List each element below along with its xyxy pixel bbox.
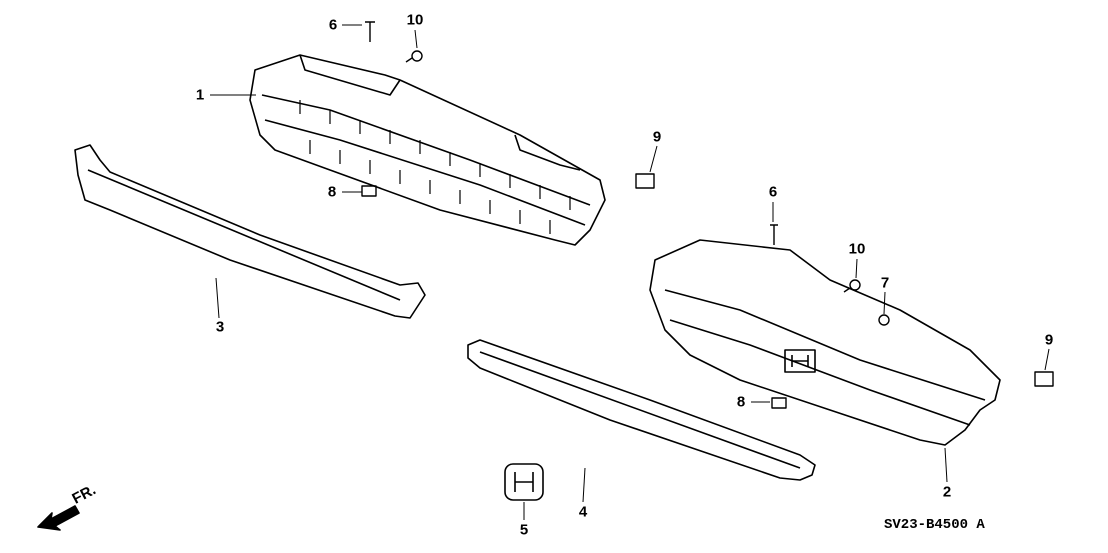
callout-10[interactable]: 10 <box>406 11 424 29</box>
callout-10-lower[interactable]: 10 <box>848 240 866 258</box>
front-direction-arrow <box>37 505 80 531</box>
callout-7[interactable]: 7 <box>880 274 890 292</box>
leader-lines <box>210 24 1050 520</box>
molding-part-3 <box>74 144 426 319</box>
callout-6-lower[interactable]: 6 <box>768 183 778 201</box>
grille-part-2 <box>649 239 1001 446</box>
callout-9[interactable]: 9 <box>652 128 662 146</box>
grille-part-1 <box>249 54 606 246</box>
fasteners <box>361 21 1054 409</box>
callout-8-lower[interactable]: 8 <box>736 393 746 411</box>
callout-9-lower[interactable]: 9 <box>1044 331 1054 349</box>
callout-3[interactable]: 3 <box>215 318 225 336</box>
molding-part-4 <box>467 339 816 481</box>
callout-4[interactable]: 4 <box>578 503 588 521</box>
emblem-part-5 <box>504 463 544 501</box>
callout-1[interactable]: 1 <box>195 86 205 104</box>
callout-5[interactable]: 5 <box>519 521 529 539</box>
callout-6[interactable]: 6 <box>328 16 338 34</box>
callout-2[interactable]: 2 <box>942 483 952 501</box>
diagram-code: SV23-B4500 A <box>884 517 985 533</box>
callout-8[interactable]: 8 <box>327 183 337 201</box>
